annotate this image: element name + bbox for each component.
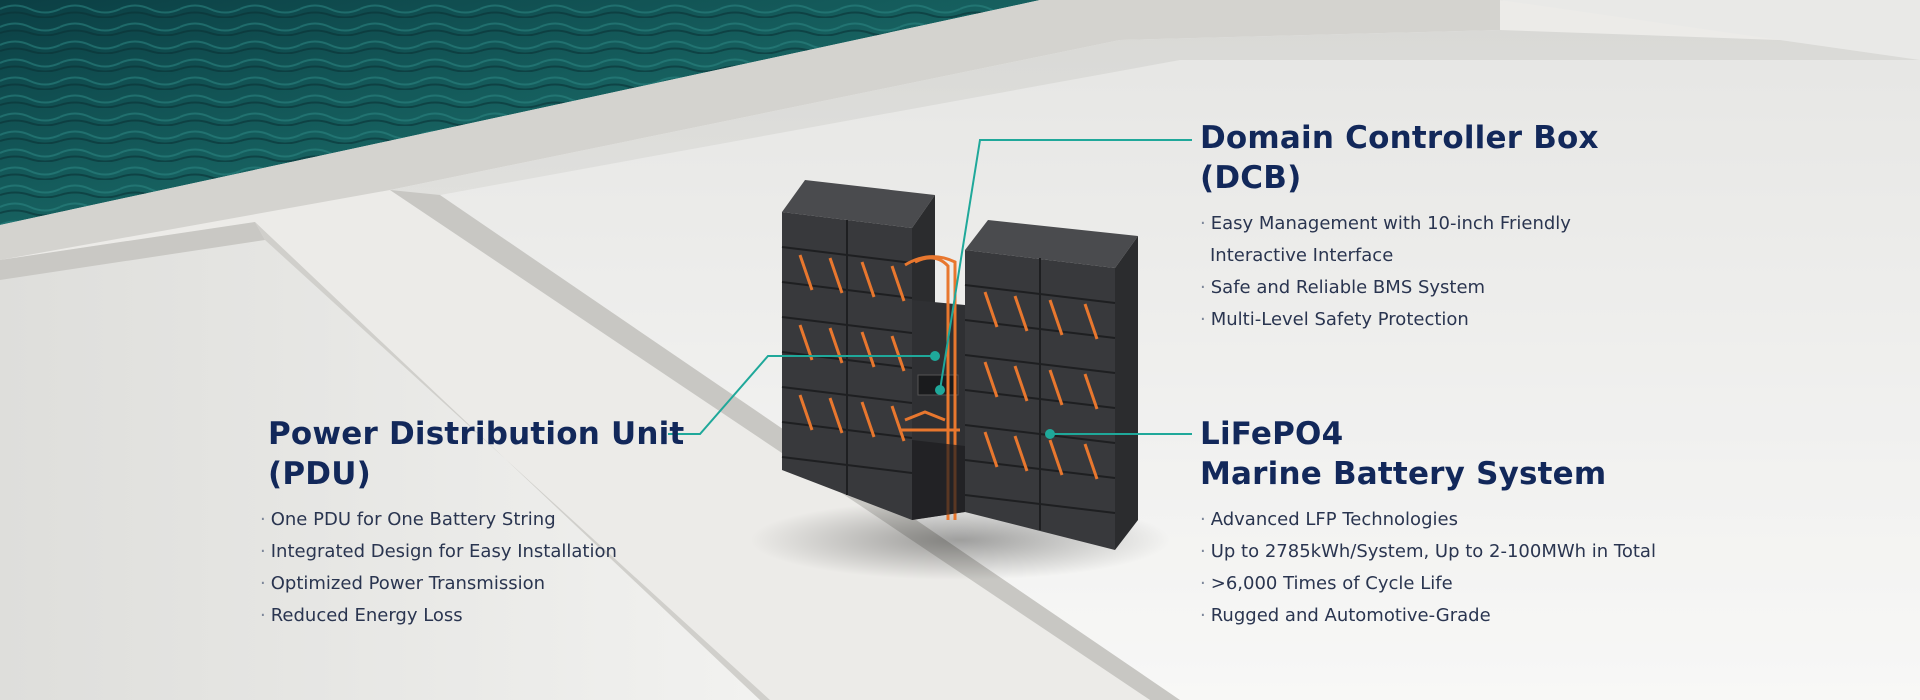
- list-item: ·Optimized Power Transmission: [260, 573, 546, 594]
- dcb-callout-line: [939, 139, 1192, 391]
- list-item: Interactive Interface: [1210, 245, 1394, 266]
- list-item: ·>6,000 Times of Cycle Life: [1200, 573, 1453, 594]
- list-item: ·Advanced LFP Technologies: [1200, 509, 1458, 530]
- pdu-feature-list: ·One PDU for One Battery String ·Integra…: [260, 504, 684, 632]
- callout-lines: [668, 139, 1192, 439]
- list-item: ·Safe and Reliable BMS System: [1200, 277, 1486, 298]
- list-item: ·Reduced Energy Loss: [260, 605, 463, 626]
- list-item: ·Multi-Level Safety Protection: [1200, 309, 1469, 330]
- pdu-callout-line: [668, 355, 935, 435]
- list-item: ·Up to 2785kWh/System, Up to 2-100MWh in…: [1200, 541, 1656, 562]
- pdu-title: Power Distribution Unit(PDU): [268, 416, 685, 492]
- dcb-feature-list: ·Easy Management with 10-inch Friendly I…: [1200, 208, 1599, 336]
- list-item: ·Rugged and Automotive-Grade: [1200, 605, 1491, 626]
- battery-feature-list: ·Advanced LFP Technologies ·Up to 2785kW…: [1200, 504, 1656, 632]
- list-item: ·One PDU for One Battery String: [260, 509, 556, 530]
- pdu-feature-block: Power Distribution Unit(PDU) ·One PDU fo…: [260, 414, 685, 632]
- dcb-title: Domain Controller Box(DCB): [1200, 120, 1599, 196]
- list-item: ·Easy Management with 10-inch Friendly: [1200, 213, 1571, 234]
- right-battery-tower: [964, 220, 1138, 550]
- dcb-feature-block: Domain Controller Box(DCB) ·Easy Managem…: [1200, 118, 1599, 336]
- list-item: ·Integrated Design for Easy Installation: [260, 541, 617, 562]
